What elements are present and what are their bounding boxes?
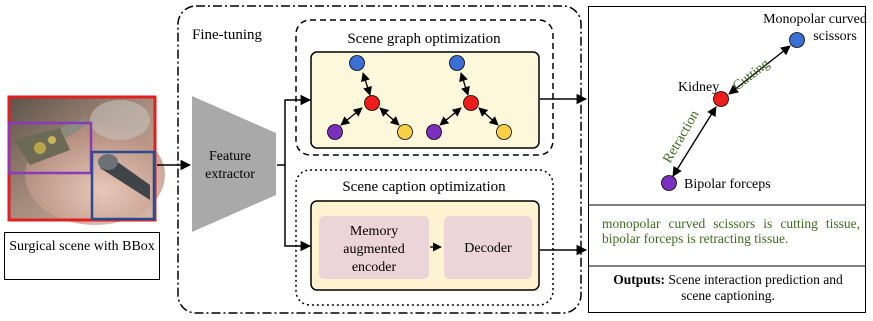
output-tool-top-2: scissors [813,29,857,44]
node-yellow [496,124,512,140]
node-blue [349,55,365,71]
node-purple [426,124,442,140]
memory-encoder-label-1: Memory [350,224,398,239]
decoder-label: Decoder [464,241,512,256]
generated-caption: monopolar curved scissors is cutting tis… [602,216,860,246]
graph-1 [327,55,413,140]
node-red [463,95,479,111]
outputs-description: Outputs: Scene interaction prediction an… [598,272,858,304]
graph-2 [426,55,512,140]
memory-encoder-label-3: encoder [352,260,397,275]
output-node-kidney [713,91,729,107]
scene-graph-box [295,19,554,156]
output-scene-graph [661,32,805,191]
feature-extractor-label-2: extractor [205,167,255,182]
fine-tuning-label: Fine-tuning [192,27,262,43]
surgical-scene-image [8,96,165,225]
node-yellow [397,124,413,140]
bbox-blue [90,150,156,221]
feature-extractor-label-1: Feature [209,149,251,164]
scene-caption-title: Scene caption optimization [342,179,506,195]
feature-extractor-shape [192,96,276,232]
node-red [364,95,380,111]
output-node-forceps [661,175,677,191]
node-purple [327,124,343,140]
arrow-to-scene-caption [284,165,312,252]
output-node-scissors [789,32,805,48]
memory-encoder-label-2: augmented [343,242,404,257]
outputs-text: Scene interaction prediction and scene c… [665,272,843,303]
memory-encoder-block [319,216,429,279]
decoder-block [444,216,532,279]
fine-tuning-box [177,5,582,314]
outputs-bold-label: Outputs: [613,272,666,287]
output-panel [588,6,866,313]
arrow-to-scene-graph [277,94,312,166]
output-tool-bottom: Bipolar forceps [684,177,771,192]
surgical-scene-caption: Surgical scene with BBox [4,232,160,280]
output-organ-label: Kidney [678,80,719,95]
node-blue [449,55,465,71]
bbox-purple [7,121,93,175]
output-tool-top-1: Monopolar curved [763,12,867,27]
scene-graph-title: Scene graph optimization [347,31,501,47]
